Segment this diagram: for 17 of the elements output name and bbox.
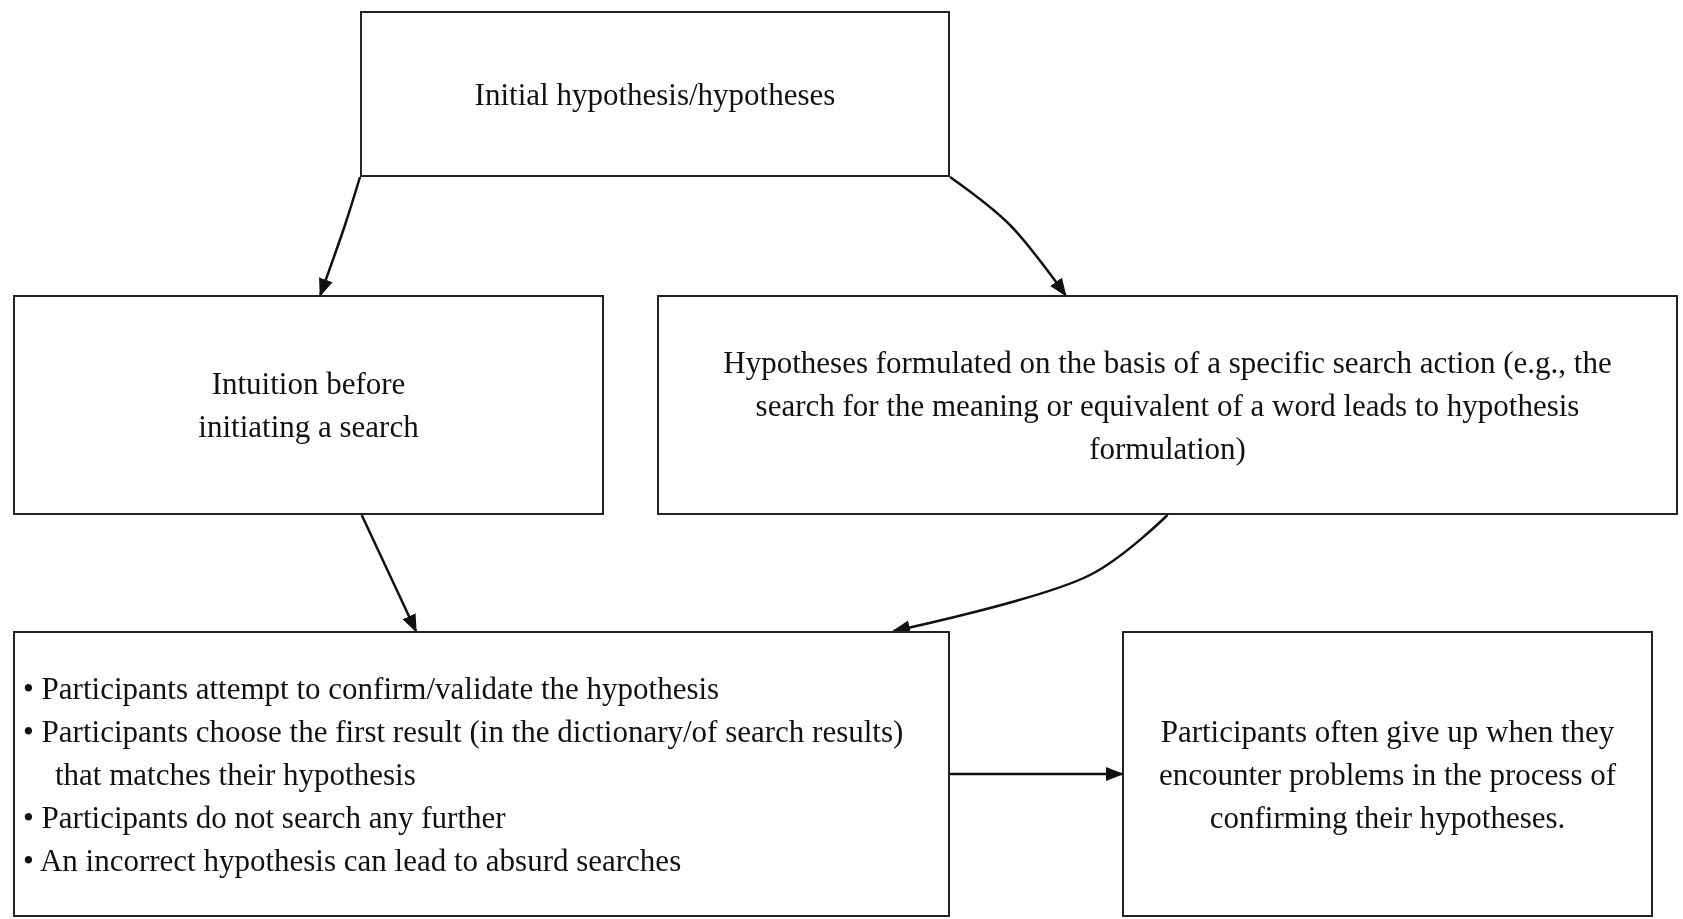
process-box (657, 295, 1678, 515)
arrow (949, 176, 1067, 297)
arrow (319, 176, 362, 297)
bullet-item: • Participants do not search any further (23, 798, 507, 837)
process-box (360, 11, 950, 177)
box-text: Intuition before initiating a search (197, 365, 420, 446)
box-text: Participants often give up when they encounter problems in the process of confirming their hypotheses. (1157, 712, 1618, 837)
bullet-item: • Participants attempt to confirm/validate the hypothesis (23, 669, 721, 708)
process-box (13, 631, 950, 917)
arrow (950, 766, 1124, 782)
process-box (13, 295, 604, 515)
box-text: Hypotheses formulated on the basis of a specific search action (e.g., the search for the meaning or equivalent of a word leads to hypothesis formulation) (722, 343, 1613, 468)
arrow (360, 514, 418, 633)
box-text: Initial hypothesis/hypotheses (474, 75, 836, 114)
process-box (1122, 631, 1653, 917)
bullet-item: • An incorrect hypothesis can lead to absurd searches (23, 841, 683, 880)
bullet-item: • Participants choose the first result (in the dictionary/of search results) that matches their hypothesis (23, 712, 905, 794)
